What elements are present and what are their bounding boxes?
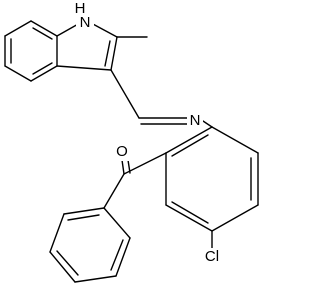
- carbonyl-double-bond: [121, 159, 125, 175]
- atom-label-cl: Cl: [205, 248, 219, 265]
- phenyl-ring: [49, 207, 131, 283]
- bond: [30, 65, 58, 82]
- aromatic-inner-bond: [32, 62, 53, 75]
- aromatic-inner-bond: [32, 27, 53, 40]
- aromatic-inner-bond: [171, 201, 209, 224]
- indole-pyrrole-ring: [56, 22, 148, 71]
- aromatic-inner-bond: [110, 239, 124, 271]
- indole-benzene-ring: [4, 20, 58, 82]
- bond: [202, 120, 213, 128]
- carbonyl-double-bond: [127, 159, 131, 174]
- chemical-structure-diagram: H N N O Cl: [4, 0, 259, 283]
- bond: [123, 152, 167, 175]
- aromatic-inner-bond: [171, 134, 209, 157]
- aromatic-inner-bond: [104, 40, 111, 67]
- carbonyl-group: [103, 152, 167, 209]
- bond: [4, 65, 32, 82]
- bond: [56, 65, 112, 71]
- aromatic-inner-bond: [67, 214, 100, 221]
- bond: [63, 207, 105, 215]
- bond: [49, 213, 65, 253]
- bond: [49, 251, 76, 283]
- bond: [211, 126, 259, 154]
- atom-label-n-imine: N: [190, 112, 201, 129]
- atom-label-o: O: [116, 143, 128, 160]
- bond: [74, 275, 117, 283]
- bond: [115, 237, 131, 277]
- bond: [30, 20, 58, 37]
- chlorophenyl-ring: [165, 126, 259, 250]
- aromatic-inner-bond: [56, 250, 79, 276]
- bond: [110, 36, 118, 71]
- bond: [165, 204, 213, 232]
- bond: [211, 204, 259, 232]
- imine-linker: [110, 69, 213, 128]
- atom-labels: H N N O Cl: [75, 0, 226, 266]
- bond: [165, 126, 213, 154]
- bond: [103, 207, 131, 239]
- atom-label-h: H: [75, 0, 86, 17]
- bond: [110, 69, 140, 119]
- bond: [90, 22, 118, 38]
- atom-label-n-indole: N: [80, 14, 91, 31]
- bond: [4, 20, 32, 37]
- bond: [103, 173, 125, 209]
